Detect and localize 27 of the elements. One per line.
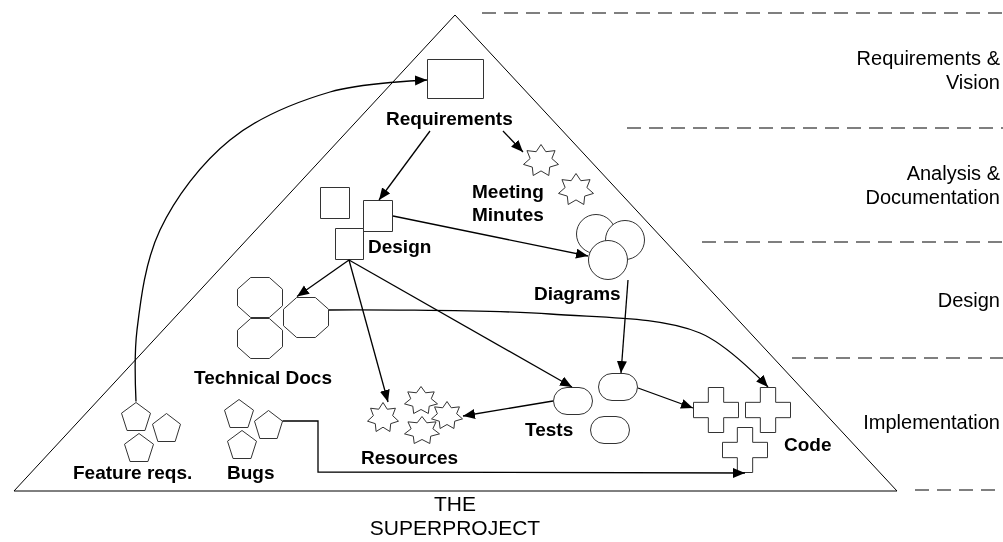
group-label: Diagrams [534, 282, 622, 305]
group-label: Design [368, 235, 433, 258]
group-label: Meeting Minutes [472, 180, 545, 226]
arrow [281, 420, 746, 478]
group-label: Resources [361, 446, 460, 469]
arrow [502, 130, 524, 153]
arrow [637, 387, 694, 409]
arrow [462, 400, 554, 419]
group-label: Requirements [386, 107, 514, 130]
arrow [392, 215, 589, 259]
phase-label: Requirements & Vision [855, 46, 1000, 94]
arrow [616, 279, 629, 374]
group-label: Code [784, 433, 833, 456]
arrow [296, 259, 350, 298]
phase-label: Design [936, 288, 1000, 312]
group-label: Feature reqs. [73, 461, 194, 484]
pyramid-title: THE SUPERPROJECT [368, 492, 542, 540]
arrow [134, 75, 428, 403]
arrow [328, 309, 769, 388]
arrow [348, 259, 573, 388]
arrow [378, 130, 431, 201]
group-label: Bugs [227, 461, 276, 484]
group-label: Technical Docs [194, 366, 333, 389]
arrow [348, 259, 390, 403]
group-label: Tests [525, 418, 575, 441]
phase-label: Analysis & Documentation [864, 161, 1000, 209]
phase-label: Implementation [862, 410, 1000, 434]
